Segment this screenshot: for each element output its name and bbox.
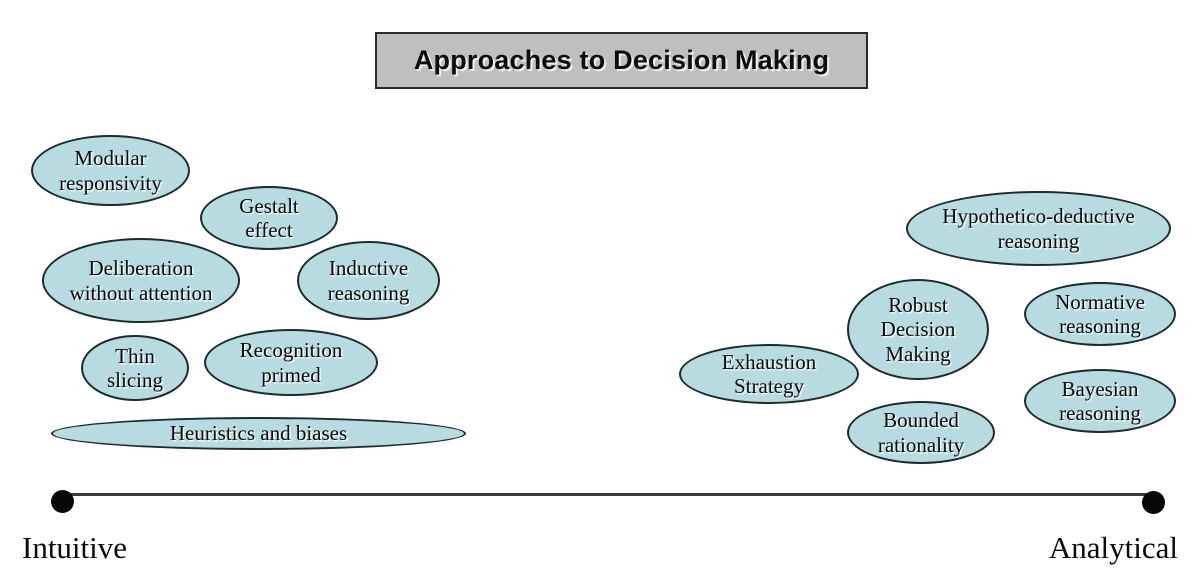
spectrum-axis-line (62, 493, 1154, 496)
concept-node-bounded-rationality[interactable]: Bounded rationality (847, 401, 995, 464)
concept-node-label: Gestalt effect (239, 193, 299, 242)
concept-node-normative-reasoning[interactable]: Normative reasoning (1024, 282, 1176, 346)
axis-endpoint-dot-analytical (1142, 491, 1165, 514)
concept-node-robust-decision-making[interactable]: Robust Decision Making (847, 279, 989, 380)
concept-node-label: Robust Decision Making (880, 293, 956, 366)
concept-node-label: Modular responsivity (59, 146, 162, 195)
concept-node-heuristics-and-biases[interactable]: Heuristics and biases (51, 417, 466, 450)
concept-node-deliberation-without-attention[interactable]: Deliberation without attention (42, 238, 240, 323)
concept-node-label: Thin slicing (107, 343, 163, 392)
concept-node-gestalt-effect[interactable]: Gestalt effect (200, 186, 338, 250)
concept-node-recognition-primed[interactable]: Recognition primed (204, 329, 378, 396)
concept-node-label: Hypothetico-deductive reasoning (942, 204, 1135, 253)
concept-node-label: Heuristics and biases (169, 421, 348, 446)
concept-node-hypothetico-deductive-reasoning[interactable]: Hypothetico-deductive reasoning (906, 191, 1171, 266)
axis-endpoint-dot-intuitive (51, 490, 74, 513)
concept-node-label: Normative reasoning (1055, 289, 1145, 338)
concept-node-label: Bounded rationality (877, 408, 965, 457)
concept-node-label: Deliberation without attention (69, 256, 213, 305)
concept-node-modular-responsivity[interactable]: Modular responsivity (31, 135, 190, 206)
page-title: Approaches to Decision Making (413, 45, 830, 75)
axis-label-intuitive: Intuitive (22, 530, 128, 565)
concept-node-bayesian-reasoning[interactable]: Bayesian reasoning (1024, 369, 1176, 433)
concept-node-label: Bayesian reasoning (1059, 376, 1141, 425)
concept-node-exhaustion-strategy[interactable]: Exhaustion Strategy (679, 344, 859, 404)
concept-node-label: Inductive reasoning (327, 256, 410, 305)
concept-node-label: Exhaustion Strategy (721, 349, 817, 398)
axis-label-analytical: Analytical (1048, 530, 1178, 565)
concept-node-inductive-reasoning[interactable]: Inductive reasoning (297, 241, 440, 320)
title-banner: Approaches to Decision Making (375, 32, 868, 89)
concept-node-thin-slicing[interactable]: Thin slicing (81, 335, 189, 401)
concept-node-label: Recognition primed (239, 338, 343, 387)
